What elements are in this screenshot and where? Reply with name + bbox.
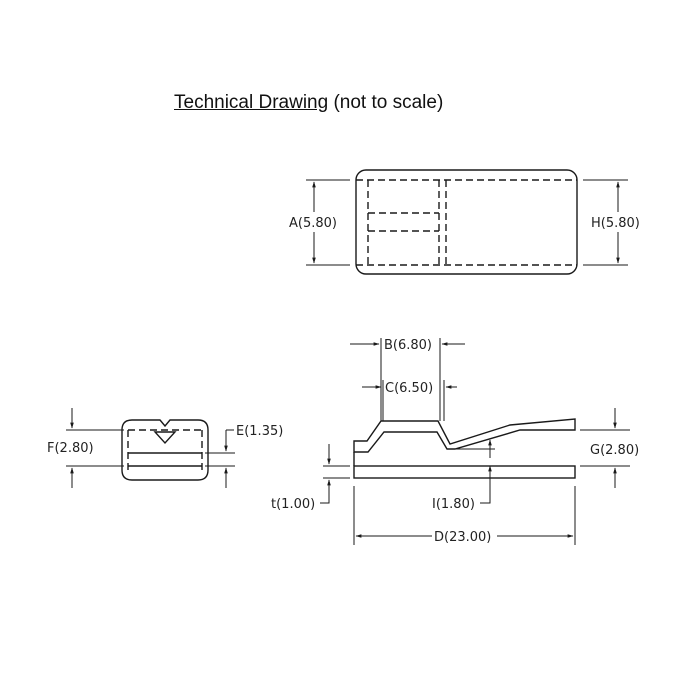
- side-section-view: B(6.80) C(6.50) G(2.80) t(1.00) I(1.80) …: [271, 338, 639, 545]
- drawing-title: Technical Drawing (not to scale): [174, 92, 443, 114]
- title-suffix: (not to scale): [328, 92, 444, 113]
- top-view: A(5.80) H(5.80): [289, 169, 640, 275]
- dim-H: H(5.80): [591, 216, 640, 231]
- dim-F: F(2.80): [47, 441, 94, 456]
- top-view-outline: [355, 169, 578, 275]
- end-view-outline: [121, 419, 209, 481]
- dim-C: C(6.50): [385, 381, 433, 396]
- dim-t: t(1.00): [271, 497, 315, 512]
- dim-D: D(23.00): [434, 530, 491, 545]
- dim-E: E(1.35): [236, 424, 283, 439]
- dim-B: B(6.80): [384, 338, 432, 353]
- title-main: Technical Drawing: [174, 92, 329, 113]
- dim-I: I(1.80): [432, 497, 475, 512]
- end-view: F(2.80) E(1.35): [47, 408, 283, 488]
- dim-G: G(2.80): [590, 443, 639, 458]
- dim-A: A(5.80): [289, 216, 337, 231]
